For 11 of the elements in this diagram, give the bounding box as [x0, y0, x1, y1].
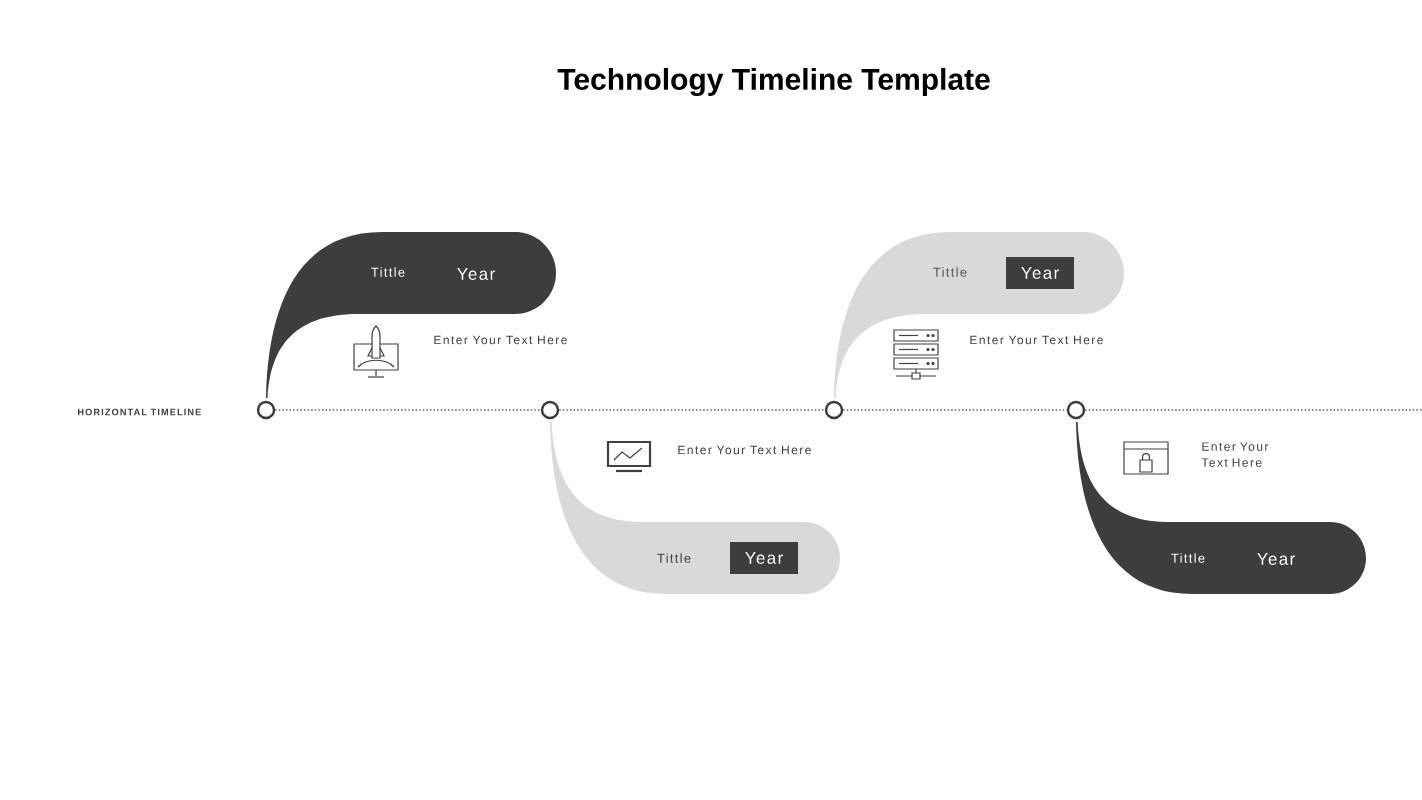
dotted-line: [274, 409, 542, 411]
year-box: Year: [1006, 257, 1074, 289]
year-box: Year: [730, 542, 798, 574]
dotted-line: [1084, 409, 1422, 411]
ring-marker: [256, 400, 276, 420]
ring-marker: [1066, 400, 1086, 420]
ring-marker: [824, 400, 844, 420]
title: Technology Timeline Template: [557, 67, 990, 97]
ring-marker: [540, 400, 560, 420]
dotted-line: [842, 409, 1068, 411]
dotted-line: [558, 409, 826, 411]
